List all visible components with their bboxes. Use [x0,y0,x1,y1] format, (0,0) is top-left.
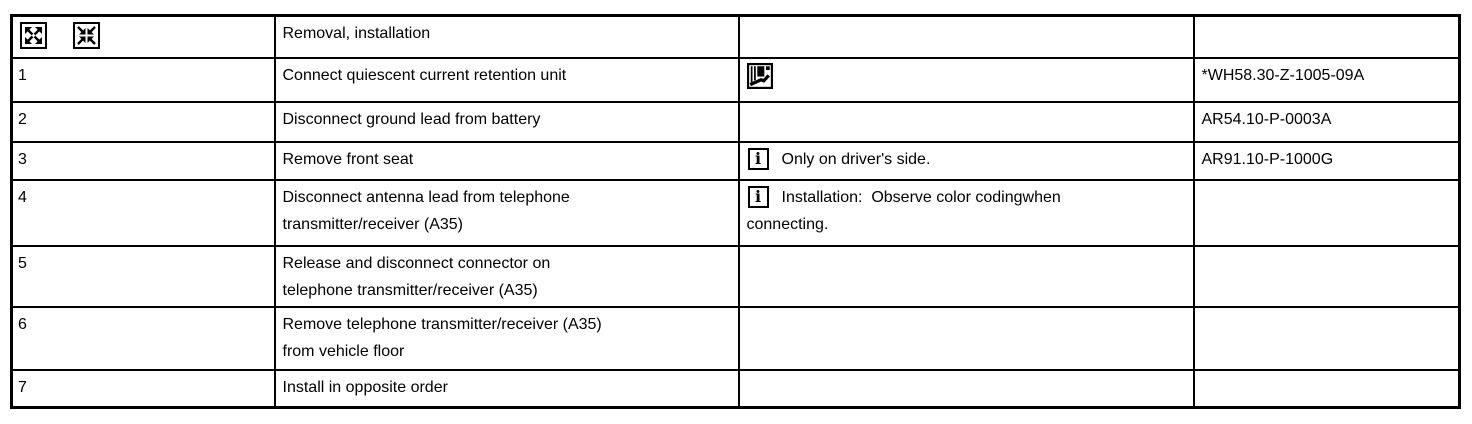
expand-icon[interactable] [20,22,47,49]
description-cell: Connect quiescent current retention unit [273,56,740,103]
step-number: 4 [18,188,27,206]
header-doc-cell [1192,14,1461,59]
procedure-page: Removal, installation 1 Connect quiescen… [10,14,1461,409]
table-row: 5 Release and disconnect connector on te… [10,244,1461,308]
note-cell [737,244,1195,308]
table-row: 1 Connect quiescent current retention un… [10,56,1461,103]
info-icon: i [747,185,769,208]
document-ref-cell [1192,244,1461,308]
note-cell: i Only on driver's side. [737,140,1195,181]
step-description: Disconnect ground lead from battery [282,110,541,128]
step-number: 6 [18,315,27,333]
table-row: 7 Install in opposite order [10,368,1461,409]
step-number: 5 [18,254,27,272]
step-note: Only on driver's side. [781,150,931,168]
document-ref-cell: AR91.10-P-1000G [1192,140,1461,181]
step-note: Installation: Observe color codingwhen c… [746,188,1061,233]
document-ref-cell [1192,368,1461,409]
step-description: Install in opposite order [282,378,448,396]
step-description: Remove telephone transmitter/receiver (A… [282,315,602,360]
note-cell [737,305,1195,371]
document-ref: AR91.10-P-1000G [1201,150,1334,168]
table-row: 2 Disconnect ground lead from battery AR… [10,100,1461,143]
note-cell [737,56,1195,103]
table-row: 4 Disconnect antenna lead from telephone… [10,178,1461,247]
step-description: Connect quiescent current retention unit [282,66,567,84]
document-ref: AR54.10-P-0003A [1201,110,1332,128]
table-title: Removal, installation [282,25,431,42]
procedure-table: Removal, installation 1 Connect quiescen… [10,14,1461,409]
step-description: Release and disconnect connector on tele… [282,254,551,299]
document-icon[interactable] [746,62,773,89]
header-note-cell [737,14,1195,59]
document-ref-cell: *WH58.30-Z-1005-09A [1192,56,1461,103]
step-number: 3 [18,150,27,168]
description-cell: Install in opposite order [273,368,740,409]
step-number: 7 [18,378,27,396]
step-number-cell: 1 [10,56,276,103]
collapse-icon[interactable] [73,22,101,49]
description-cell: Disconnect antenna lead from telephone t… [273,178,740,247]
step-number: 2 [18,110,27,128]
description-cell: Disconnect ground lead from battery [273,100,740,143]
table-header-row: Removal, installation [10,14,1461,59]
table-row: 6 Remove telephone transmitter/receiver … [10,305,1461,371]
step-number-cell: 4 [10,178,276,247]
document-ref: *WH58.30-Z-1005-09A [1201,66,1365,84]
header-controls-cell [10,14,276,59]
document-ref-cell: AR54.10-P-0003A [1192,100,1461,143]
step-description: Remove front seat [282,150,414,168]
step-number: 1 [18,66,27,84]
note-cell [737,100,1195,143]
table-row: 3 Remove front seat i Only on driver's si… [10,140,1461,181]
step-description: Disconnect antenna lead from telephone t… [282,188,570,233]
description-cell: Release and disconnect connector on tele… [273,244,740,308]
step-number-cell: 2 [10,100,276,143]
header-title-cell: Removal, installation [273,14,740,59]
description-cell: Remove front seat [273,140,740,181]
step-number-cell: 5 [10,244,276,308]
document-ref-cell [1192,305,1461,371]
step-number-cell: 7 [10,368,276,409]
step-number-cell: 3 [10,140,276,181]
info-icon: i [747,147,769,170]
note-cell [737,368,1195,409]
step-number-cell: 6 [10,305,276,371]
document-ref-cell [1192,178,1461,247]
description-cell: Remove telephone transmitter/receiver (A… [273,305,740,371]
